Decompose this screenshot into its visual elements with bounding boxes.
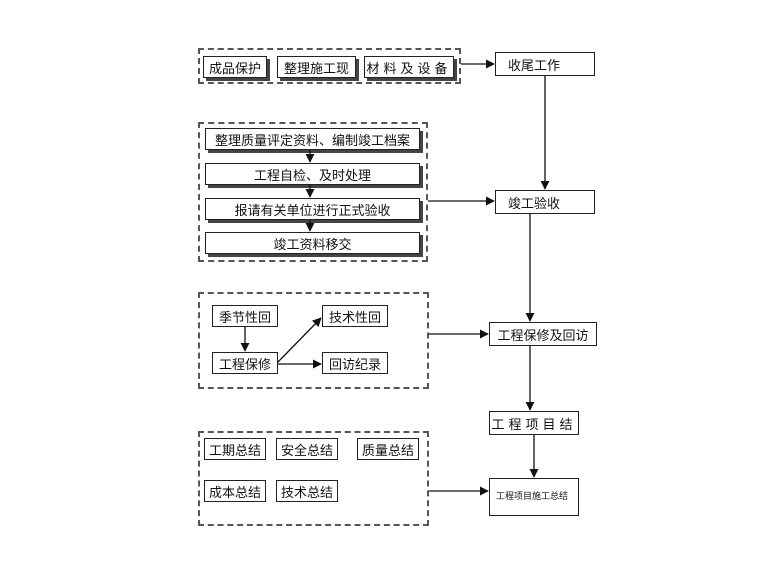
main-warranty-visit: 工程保修及回访: [489, 322, 597, 346]
summary-safety: 安全总结: [276, 438, 338, 460]
step-formal-acceptance: 报请有关单位进行正式验收: [205, 198, 420, 220]
step-document-handover: 竣工资料移交: [205, 232, 420, 254]
item-materials-equipment: 材料及设备: [364, 56, 454, 78]
node-seasonal-visit: 季节性回: [212, 305, 278, 327]
step-quality-archive: 整理质量评定资料、编制竣工档案: [205, 128, 420, 150]
node-technical-visit: 技术性回: [322, 305, 388, 327]
main-closing-work: 收尾工作: [495, 52, 595, 76]
main-final-summary: 工程项目施工总结: [489, 478, 579, 516]
group-warranty-visits: [198, 292, 429, 389]
main-project-summary: 工程项目结: [489, 411, 579, 435]
group-summaries: [198, 431, 429, 526]
item-site-cleanup: 整理施工现: [277, 56, 356, 78]
main-completion-acceptance: 竣工验收: [495, 190, 595, 214]
node-visit-record: 回访纪录: [322, 352, 388, 374]
node-warranty: 工程保修: [212, 352, 278, 374]
group-closing-items: [198, 48, 461, 84]
summary-cost: 成本总结: [204, 480, 266, 502]
summary-technical: 技术总结: [276, 480, 338, 502]
group-acceptance-steps: [198, 122, 428, 262]
summary-quality: 质量总结: [357, 438, 419, 460]
step-self-inspection: 工程自检、及时处理: [205, 163, 420, 185]
item-product-protection: 成品保护: [203, 56, 267, 78]
summary-schedule: 工期总结: [204, 438, 266, 460]
